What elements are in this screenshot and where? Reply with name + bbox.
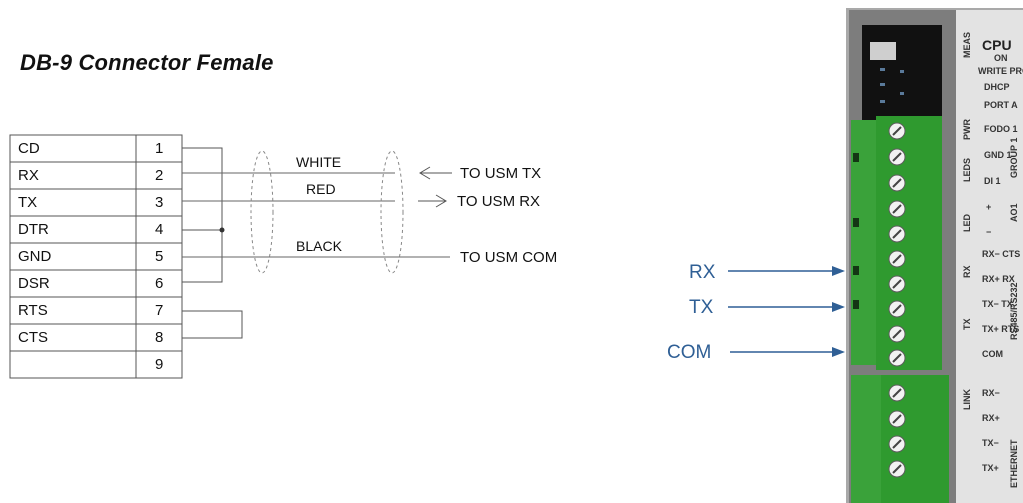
- arrow-label-com: COM: [667, 342, 711, 363]
- pin-numbers: 1 2 3 4 5 6 7 8 9: [155, 140, 163, 373]
- module-side-label: RX: [962, 265, 972, 278]
- pin-name: DTR: [18, 221, 49, 238]
- pin-number: 6: [155, 275, 163, 292]
- module-label: GND 1: [984, 150, 1012, 160]
- module-arrow-tx: TX: [689, 297, 845, 318]
- module-label: DHCP: [984, 82, 1010, 92]
- pin-number: 4: [155, 221, 163, 238]
- module-label: −: [986, 227, 991, 237]
- module-label: RX−: [982, 388, 1000, 398]
- cpu-module: CPU ON WRITE PROT. DHCP PORT A FODO 1 GN…: [846, 8, 1023, 503]
- destination-tx: TO USM TX: [460, 165, 541, 182]
- cable-wires: [182, 172, 450, 258]
- module-side-label: GROUP 1: [1009, 138, 1019, 178]
- pin-name: CTS: [18, 329, 48, 346]
- pin-names: CD RX TX DTR GND DSR RTS CTS: [18, 140, 52, 346]
- pin-number: 7: [155, 302, 163, 319]
- module-side-label: ETHERNET: [1009, 439, 1019, 488]
- destination-rx: TO USM RX: [457, 193, 540, 210]
- module-label: WRITE PROT.: [978, 66, 1023, 76]
- module-label: COM: [982, 349, 1003, 359]
- diagram-title: DB-9 Connector Female: [20, 50, 274, 75]
- pin-name: CD: [18, 140, 40, 157]
- cable-shield: [250, 150, 404, 274]
- module-side-label: PWR: [962, 119, 972, 140]
- module-label: ON: [994, 53, 1008, 63]
- pin-table: [9, 134, 183, 379]
- arrow-label-tx: TX: [689, 297, 714, 318]
- module-cpu-label: CPU: [982, 37, 1012, 53]
- module-label: TX−: [982, 438, 999, 448]
- rx-direction-arrow: [418, 194, 447, 208]
- tx-direction-arrow: [419, 166, 452, 180]
- module-side-label: MEAS: [962, 32, 972, 58]
- pin-name: GND: [18, 248, 52, 265]
- module-label: TX+ RTS: [982, 324, 1019, 334]
- module-label: PORT A: [984, 100, 1018, 110]
- module-side-label: LINK: [962, 389, 972, 410]
- jumper-7-8: [182, 310, 243, 339]
- module-label: FODO 1: [984, 124, 1018, 134]
- module-label: TX+: [982, 463, 999, 473]
- module-label: TX− TX: [982, 299, 1013, 309]
- pin-name: TX: [18, 194, 37, 211]
- module-side-label: LED: [962, 213, 972, 232]
- pin-number: 1: [155, 140, 163, 157]
- pin-name: DSR: [18, 275, 50, 292]
- wire-label-black: BLACK: [296, 238, 343, 254]
- pin-number: 5: [155, 248, 163, 265]
- wire-label-white: WHITE: [296, 154, 341, 170]
- pin-name: RTS: [18, 302, 48, 319]
- module-label: RX+ RX: [982, 274, 1015, 284]
- arrow-label-rx: RX: [689, 262, 716, 283]
- module-label: RX− CTS: [982, 249, 1020, 259]
- module-arrow-com: COM: [667, 342, 845, 363]
- pin-number: 3: [155, 194, 163, 211]
- module-side-label: TX: [962, 318, 972, 330]
- module-side-label: LEDS: [962, 158, 972, 182]
- pin-number: 8: [155, 329, 163, 346]
- module-side-label: AO1: [1009, 203, 1019, 222]
- module-label: RX+: [982, 413, 1000, 423]
- module-label: DI 1: [984, 176, 1001, 186]
- module-label: +: [986, 202, 991, 212]
- pin-name: RX: [18, 167, 39, 184]
- destination-com: TO USM COM: [460, 249, 557, 266]
- module-arrow-rx: RX: [689, 262, 845, 283]
- pin-number: 9: [155, 356, 163, 373]
- jumper-1-4-6: [182, 147, 225, 283]
- module-side-label: RS485/RS232: [1009, 282, 1019, 340]
- pin-number: 2: [155, 167, 163, 184]
- wire-label-red: RED: [306, 181, 336, 197]
